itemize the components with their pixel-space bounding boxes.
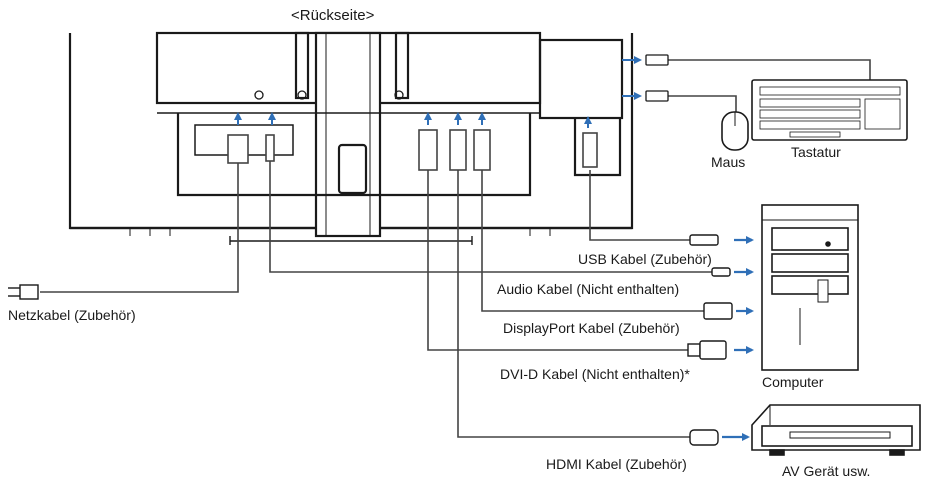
connector-ends	[687, 234, 733, 446]
monitor-back	[68, 31, 634, 245]
cables	[40, 59, 871, 438]
power-plug	[8, 284, 39, 300]
connector-arrows	[722, 236, 754, 441]
hdmi-cable-label: HDMI Kabel (Zubehör)	[546, 456, 687, 472]
keyboard	[751, 79, 908, 141]
audio-cable-label: Audio Kabel (Nicht enthalten)	[497, 281, 680, 297]
computer-label: Computer	[762, 374, 824, 390]
displayport-cable-label: DisplayPort Kabel (Zubehör)	[503, 320, 680, 336]
diagram-title: <Rückseite>	[291, 7, 375, 24]
power-cable-label: Netzkabel (Zubehör)	[8, 307, 136, 323]
usb-cable-label: USB Kabel (Zubehör)	[578, 251, 712, 267]
computer-tower	[761, 204, 859, 371]
av-device	[751, 404, 921, 456]
dvi-cable-label: DVI-D Kabel (Nicht enthalten)*	[500, 366, 690, 382]
av-device-label: AV Gerät usw.	[782, 463, 871, 479]
mouse	[721, 111, 749, 151]
keyboard-label: Tastatur	[791, 144, 841, 160]
mouse-label: Maus	[711, 154, 746, 170]
port-arrows	[234, 112, 592, 128]
